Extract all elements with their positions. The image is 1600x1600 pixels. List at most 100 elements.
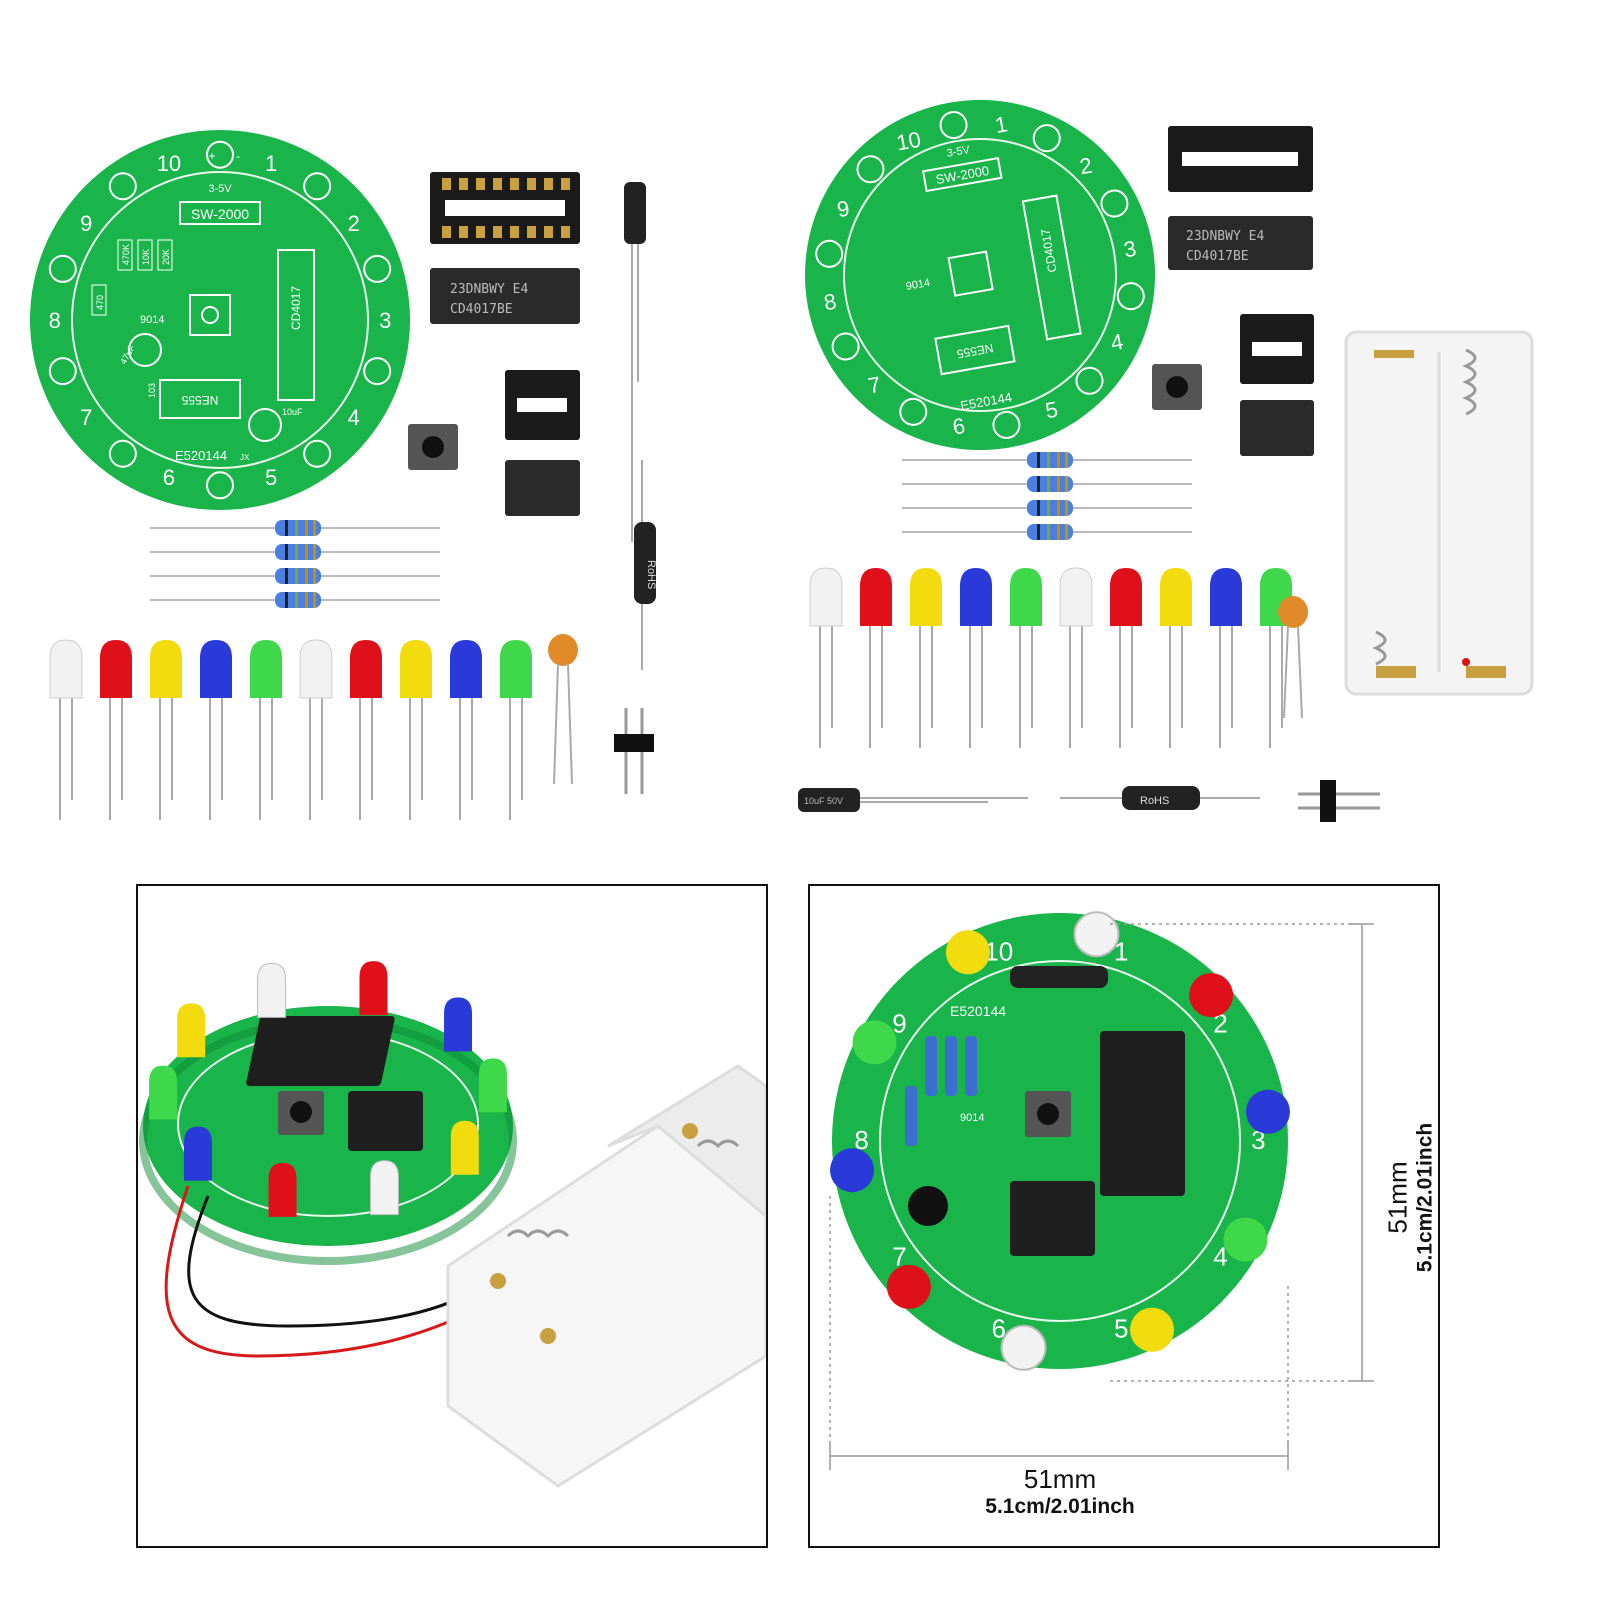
pcb-timer-label-right: NE555 <box>956 341 995 361</box>
assembled-battery-holder <box>446 1064 768 1488</box>
resistor-band <box>305 520 308 536</box>
pcb-number-5: 5 <box>1043 397 1059 424</box>
svg-text:RoHS: RoHS <box>1140 795 1169 807</box>
pcb-voltage-label-right: 3-5V <box>946 144 972 160</box>
pcb-number-4: 4 <box>1213 1242 1227 1272</box>
pcb-number-9: 9 <box>80 211 92 236</box>
resistor-band <box>1057 500 1060 516</box>
led-pad <box>1116 282 1145 311</box>
led-icon <box>478 1058 507 1113</box>
ceramic-capacitor <box>548 634 578 785</box>
led-pad <box>303 172 332 201</box>
counter-chip: 23DNBWY E4 CD4017BE <box>430 268 580 324</box>
resistor-band <box>1047 500 1050 516</box>
resistor-band <box>295 544 298 560</box>
svg-text:20K: 20K <box>161 249 171 265</box>
led-set-right <box>809 567 1292 748</box>
socket-pin <box>476 226 485 238</box>
led-icon <box>945 930 990 975</box>
resistor-band <box>1037 452 1040 468</box>
top-view-timer-chip <box>1010 1181 1095 1256</box>
led-icon <box>183 1126 212 1181</box>
led-pad <box>363 357 392 386</box>
top-view-cert-code: E520144 <box>950 1003 1006 1019</box>
height-mm-label: 51mm <box>1382 1161 1413 1234</box>
led-icon <box>350 640 382 698</box>
resistor-band <box>1057 476 1060 492</box>
resistor-band <box>1065 524 1068 540</box>
resistor-set-right <box>902 452 1192 540</box>
led-icon <box>359 961 388 1016</box>
resistor-band <box>1047 476 1050 492</box>
led-icon <box>150 640 182 698</box>
pcb-number-4: 4 <box>348 405 360 430</box>
pcb-number-10: 10 <box>894 127 922 156</box>
svg-text:23DNBWY E4: 23DNBWY E4 <box>1186 229 1264 244</box>
led-icon <box>369 1160 399 1216</box>
width-alt-label: 5.1cm/2.01inch <box>985 1495 1135 1518</box>
pcb-number-8: 8 <box>822 289 838 316</box>
assembled-kit-illustration <box>139 961 768 1488</box>
electrolytic-capacitor-right: 10uF 50V <box>798 788 1028 812</box>
led-pad <box>108 439 137 468</box>
led-pad <box>206 140 234 169</box>
pcb-number-8: 8 <box>49 308 61 333</box>
led-set <box>49 639 532 820</box>
led-pad <box>939 111 968 140</box>
pcb-number-8: 8 <box>854 1125 868 1155</box>
resistor-band <box>1037 500 1040 516</box>
pcb-transistor-label-right: 9014 <box>905 277 931 293</box>
led-icon <box>1189 973 1234 1018</box>
resistor-band <box>1065 452 1068 468</box>
resistor-band <box>295 568 298 584</box>
pcb-number-6: 6 <box>951 413 967 440</box>
pcb-cap-label-b: 10uF <box>282 407 303 417</box>
top-view-inductor <box>1010 966 1108 988</box>
resistor-band <box>305 568 308 584</box>
top-view-push-button <box>1025 1091 1071 1137</box>
inductor-label: RoHS <box>645 560 657 589</box>
resistor-band <box>305 544 308 560</box>
ic-socket-16pin-right <box>1168 126 1313 192</box>
pcb-plus-label: + <box>208 149 215 163</box>
resistor-band <box>1065 500 1068 516</box>
svg-text:10K: 10K <box>141 249 151 265</box>
pcb-number-3: 3 <box>379 308 391 333</box>
led-icon <box>1245 1089 1290 1134</box>
socket-pin <box>442 178 451 190</box>
pin-header <box>614 708 654 794</box>
pcb-number-9: 9 <box>835 195 851 222</box>
counter-chip-top-label: 23DNBWY E4 <box>450 282 528 297</box>
ic-socket-8pin <box>505 370 580 440</box>
led-pad-ring-right <box>815 111 1145 439</box>
pcb-number-1: 1 <box>265 151 277 176</box>
led-pad <box>831 332 860 361</box>
assembled-led-ring <box>149 961 507 1217</box>
resistor-set <box>150 520 440 608</box>
pcb-number-5: 5 <box>1114 1314 1128 1344</box>
led-icon <box>450 640 482 698</box>
pcb-number-6: 6 <box>163 465 175 490</box>
led-icon <box>257 962 287 1018</box>
pcb-number-4: 4 <box>1109 329 1125 356</box>
resistor-band <box>285 568 288 584</box>
svg-text:CD4017BE: CD4017BE <box>1186 249 1249 264</box>
led-icon <box>1210 568 1242 626</box>
resistor-band <box>1047 452 1050 468</box>
socket-pin <box>527 226 536 238</box>
resistor-band <box>313 592 316 608</box>
led-pad <box>108 172 137 201</box>
pcb-number-2: 2 <box>348 211 360 236</box>
led-icon <box>860 568 892 626</box>
resistor-band <box>313 544 316 560</box>
resistor-band <box>1037 476 1040 492</box>
led-icon <box>149 1065 178 1120</box>
socket-pin <box>544 226 553 238</box>
dimension-lines <box>829 923 1374 1470</box>
socket-pin <box>493 178 502 190</box>
led-icon <box>500 640 532 698</box>
led-pad <box>303 439 332 468</box>
